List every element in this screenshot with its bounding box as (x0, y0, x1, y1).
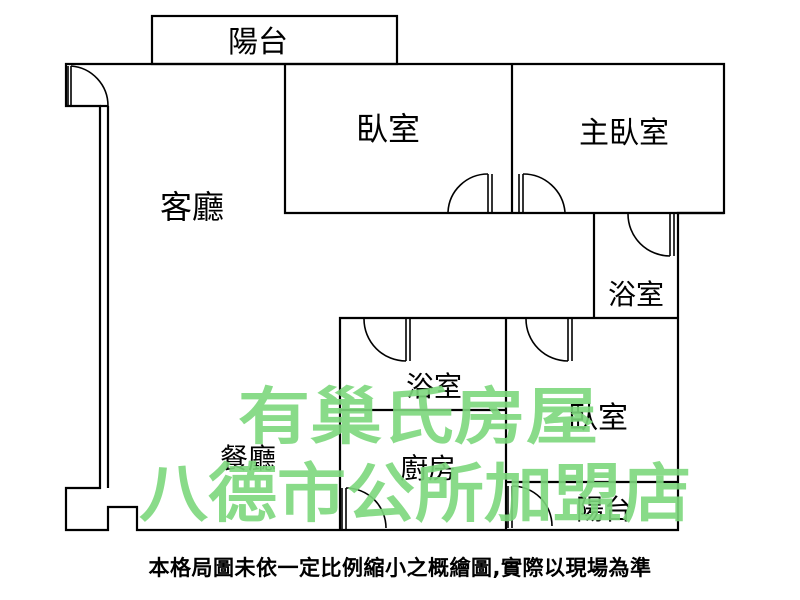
door-bedroom2 (525, 318, 573, 362)
label-living-room: 客廳 (160, 188, 224, 226)
bedroom1-walls (283, 64, 512, 215)
footer-note: 本格局圖未依一定比例縮小之概繪圖,實際以現場為準 (148, 556, 652, 580)
label-balcony-bottom: 陽台 (576, 493, 632, 526)
door-balcony-bottom (507, 485, 553, 528)
watermark: 有巢氏房屋 八德市公所加盟店 (139, 380, 691, 532)
lower-block-walls (338, 316, 594, 530)
door-bathroom1 (627, 213, 675, 257)
label-dining-room: 餐廳 (220, 442, 276, 475)
watermark-line1: 有巢氏房屋 (238, 380, 598, 453)
watermark-line2: 八德市公所加盟店 (139, 458, 691, 532)
label-kitchen: 廚房 (400, 452, 456, 485)
door-bathroom2 (363, 318, 411, 362)
door-bedroom1 (447, 173, 493, 213)
label-bedroom-2: 臥室 (568, 401, 628, 436)
label-balcony-top: 陽台 (228, 25, 288, 60)
label-bathroom-2: 浴室 (406, 370, 462, 403)
door-kitchen (341, 487, 387, 530)
room-labels: 陽台 臥室 主臥室 客廳 浴室 浴室 臥室 餐廳 廚房 陽台 (160, 25, 669, 526)
walls (64, 14, 726, 532)
label-bedroom-1: 臥室 (356, 110, 420, 148)
label-master-bedroom: 主臥室 (579, 116, 669, 151)
label-bathroom-1: 浴室 (608, 278, 664, 311)
doors (67, 65, 675, 530)
door-entrance (67, 65, 109, 107)
door-master-bedroom (518, 173, 566, 213)
